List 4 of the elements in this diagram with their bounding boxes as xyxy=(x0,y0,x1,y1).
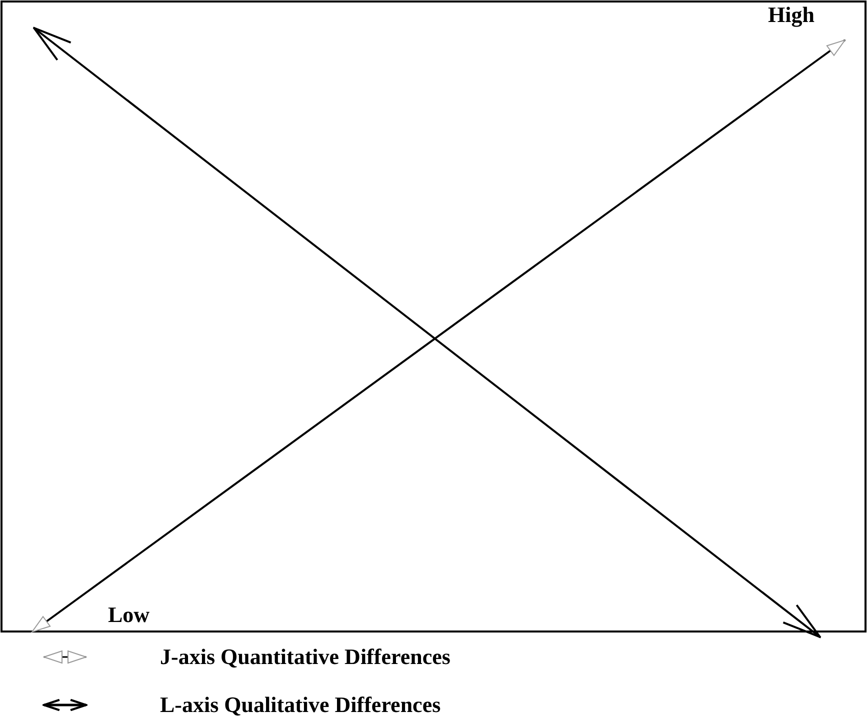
legend-label: J-axis Quantitative Differences xyxy=(160,644,450,670)
axis-end-label: Low xyxy=(108,602,150,628)
axis-end-label: High xyxy=(768,2,814,28)
legend-label: L-axis Qualitative Differences xyxy=(160,692,441,718)
